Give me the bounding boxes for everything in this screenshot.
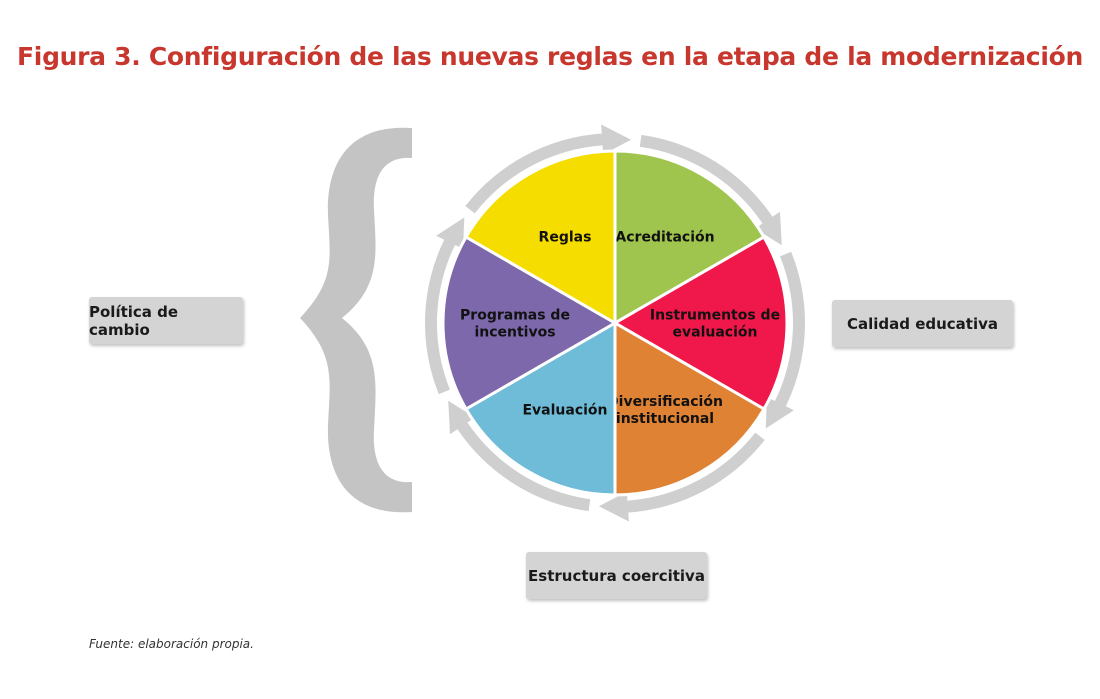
politica-de-cambio-box: Política de cambio <box>89 297 243 344</box>
wheel-segment-6 <box>463 149 617 326</box>
curly-brace <box>300 127 412 513</box>
cycle-arrows <box>425 124 805 522</box>
cycle-arrow-2 <box>765 251 805 429</box>
wheel-segment-3 <box>613 320 767 497</box>
cycle-arrow-3 <box>598 432 765 522</box>
cycle-arrow-5 <box>425 217 465 395</box>
cycle-arrow-6 <box>465 124 632 214</box>
wheel-segment-label-1: Acreditación <box>615 229 714 245</box>
calidad-educativa-box: Calidad educativa <box>832 300 1013 347</box>
cycle-arrow-1 <box>639 134 782 246</box>
wheel-segment-4 <box>463 320 617 497</box>
wheel-segment-label-4: Evaluación <box>522 403 607 419</box>
figure-title: Figura 3. Configuración de las nuevas re… <box>17 42 1083 71</box>
estructura-coercitiva-box: Estructura coercitiva <box>526 552 707 599</box>
cycle-arrow-4 <box>448 400 591 512</box>
wheel-segment-1 <box>613 149 767 326</box>
source-note: Fuente: elaboración propia. <box>89 637 254 651</box>
wheel-segment-5 <box>441 234 618 412</box>
wheel-segment-label-6: Reglas <box>539 229 592 245</box>
wheel-segment-2 <box>612 234 789 412</box>
